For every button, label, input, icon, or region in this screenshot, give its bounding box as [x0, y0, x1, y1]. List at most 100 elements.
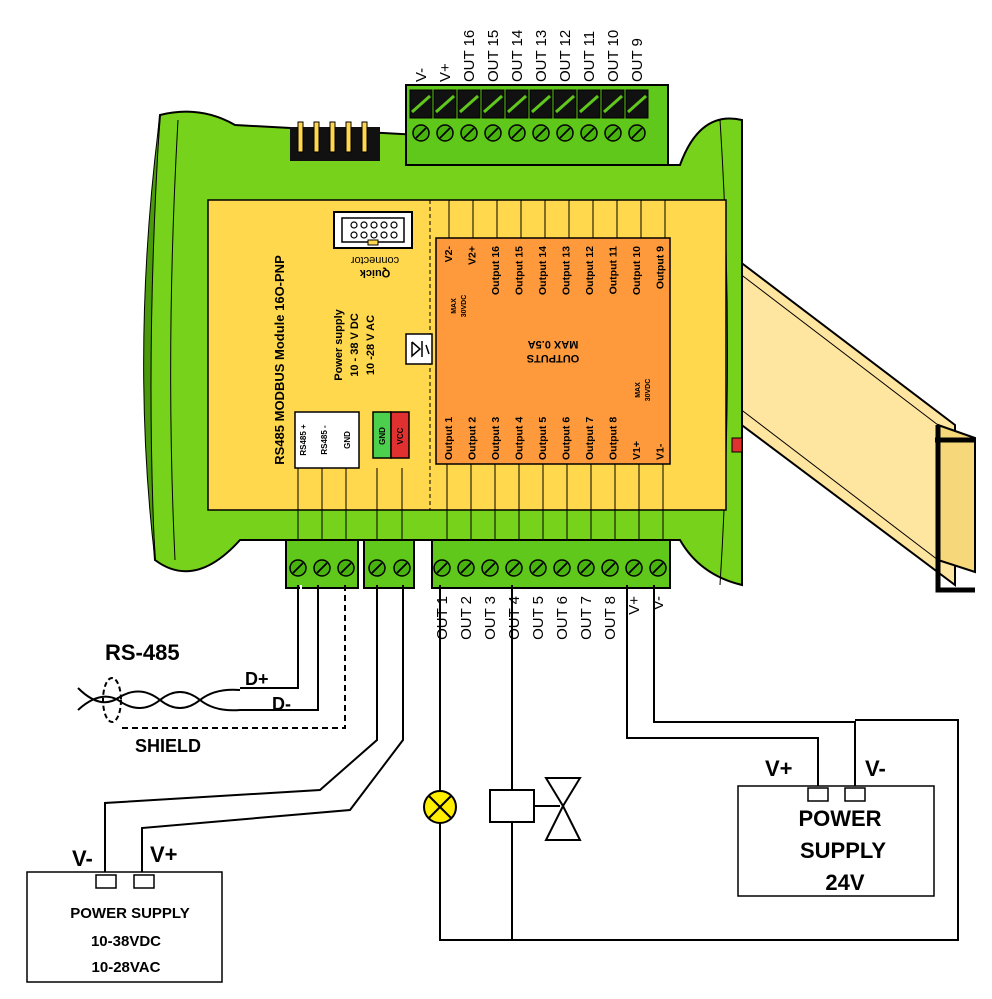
screw-slot: [535, 127, 547, 139]
lower-output-label: Output 1: [443, 417, 455, 460]
rs485-minus-label: RS485 -: [320, 425, 329, 455]
rs485-d-plus: D+: [245, 669, 269, 689]
screw-slot: [340, 562, 352, 574]
outputs-block: OUTPUTS MAX 0.5A MAX 30VDC MAX 30VDC V2-…: [435, 237, 671, 465]
rs485-gnd-label: GND: [343, 431, 352, 449]
lower-output-label: Output 6: [561, 417, 573, 460]
screw-slot: [583, 127, 595, 139]
lamp-icon: [423, 790, 457, 824]
max-bottom-1: MAX: [635, 382, 642, 398]
right-psu-line-1: POWER: [798, 806, 881, 831]
rs485-plus-label: RS485 +: [299, 424, 308, 456]
lower-output-label: Output 8: [608, 417, 620, 460]
bottom-terminal-label: OUT 2: [458, 596, 475, 640]
bottom-terminal-label: OUT 6: [554, 596, 571, 640]
left-psu-line-1: POWER SUPPLY: [70, 905, 189, 922]
screw-slot: [463, 127, 475, 139]
solenoid-valve-icon: [489, 777, 582, 841]
terminal-clamp: [435, 94, 455, 114]
screw-slot: [371, 562, 383, 574]
terminal-clamp: [459, 94, 479, 114]
bottom-terminal-label: V+: [626, 596, 643, 615]
screw-slot: [460, 562, 472, 574]
screw-slot: [559, 127, 571, 139]
rs485-d-minus: D-: [272, 694, 291, 714]
right-psu-v-plus: V+: [765, 756, 793, 781]
terminal-clamp: [531, 94, 551, 114]
quick-connector: Quick connector: [333, 211, 413, 279]
screw-slot: [436, 562, 448, 574]
lower-output-label: V1-: [655, 443, 667, 460]
top-terminal-label: OUT 15: [485, 30, 502, 82]
connector-hole: [370, 221, 378, 229]
upper-output-label: Output 16: [490, 246, 502, 295]
terminal-clamp: [507, 94, 527, 114]
bottom-terminal-label: OUT 8: [602, 596, 619, 640]
optocoupler-icon: [405, 333, 433, 365]
terminal-clamp: [627, 94, 647, 114]
top-terminal-label: OUT 10: [605, 30, 622, 82]
header-pin: [313, 121, 320, 153]
bottom-terminal-label: V-: [650, 596, 667, 610]
connector-hole: [390, 221, 398, 229]
top-terminal-label: OUT 11: [581, 31, 598, 82]
screw-slot: [316, 562, 328, 574]
internal-traces: [297, 200, 666, 540]
max-top-1: MAX: [451, 298, 458, 314]
rs485-labels: RS485 + RS485 - GND GND VCC: [294, 411, 410, 469]
upper-output-label: V2-: [443, 246, 455, 263]
connector-hole: [360, 231, 368, 239]
right-psu-line-2: SUPPLY: [800, 838, 886, 863]
screw-slot: [439, 127, 451, 139]
screw-slot: [532, 562, 544, 574]
upper-output-label: Output 15: [514, 246, 526, 295]
connector-hole: [370, 231, 378, 239]
screw-slot: [604, 562, 616, 574]
top-terminal-label: V+: [437, 63, 454, 82]
connector-hole: [390, 231, 398, 239]
right-psu-v-minus: V-: [865, 756, 886, 781]
upper-output-label: V2+: [467, 246, 479, 265]
module-title: RS485 MODBUS Module 16O-PNP: [272, 255, 287, 465]
screw-slot: [292, 562, 304, 574]
max-top-2: 30VDC: [461, 295, 468, 318]
top-terminal-label: OUT 9: [629, 38, 646, 82]
lower-output-label: Output 7: [584, 417, 596, 460]
left-psu-v-minus: V-: [72, 846, 93, 871]
top-terminal-label: OUT 13: [533, 30, 550, 82]
right-psu-line-3: 24V: [825, 870, 864, 895]
screw-slot: [652, 562, 664, 574]
rs485-shield: SHIELD: [135, 736, 201, 756]
bottom-terminal-label: OUT 4: [506, 596, 523, 640]
bottom-terminal-label: OUT 3: [482, 596, 499, 640]
header-pin: [345, 121, 352, 153]
screw-slot: [556, 562, 568, 574]
terminal-clamp: [579, 94, 599, 114]
lower-output-label: Output 2: [467, 417, 479, 460]
top-terminal-label: OUT 16: [461, 30, 478, 82]
screw-slot: [628, 562, 640, 574]
power-supply-text-2: 10 - 38 V DC: [349, 313, 361, 377]
outputs-title: OUTPUTS: [527, 352, 580, 364]
connector-hole: [350, 221, 358, 229]
right-power-supply: V+ V- POWER SUPPLY 24V: [737, 756, 935, 897]
max-bottom-2: 30VDC: [645, 379, 652, 402]
outputs-max: MAX 0.5A: [528, 338, 579, 350]
screw-slot: [631, 127, 643, 139]
pin-header: [290, 121, 380, 161]
upper-output-label: Output 10: [631, 246, 643, 295]
top-terminal-label: OUT 12: [557, 30, 574, 82]
upper-output-label: Output 9: [655, 246, 667, 289]
terminal-clamp: [483, 94, 503, 114]
upper-output-label: Output 13: [561, 246, 573, 295]
top-terminal-label: OUT 14: [509, 30, 526, 82]
quick-connector-label-2: connector: [351, 254, 400, 266]
header-pin: [329, 121, 336, 153]
screw-slot: [508, 562, 520, 574]
terminal-clamp: [411, 94, 431, 114]
left-psu-line-2: 10-38VDC: [91, 933, 161, 950]
header-pin: [361, 121, 368, 153]
